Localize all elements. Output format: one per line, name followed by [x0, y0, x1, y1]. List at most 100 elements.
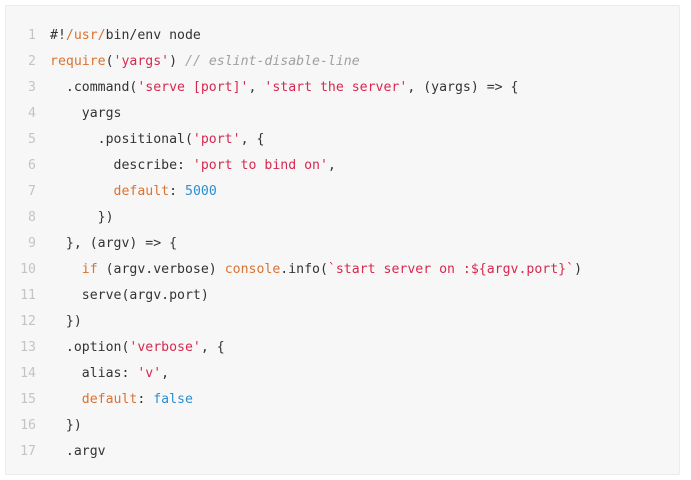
code-token-number: 5000: [185, 184, 217, 199]
line-content: .option('verbose', {: [50, 335, 225, 361]
code-token-plain: ): [574, 262, 583, 277]
code-token-plain: .argv: [50, 444, 106, 459]
line-content: .command('serve [port]', 'start the serv…: [50, 75, 519, 101]
code-line: 13 .option('verbose', {: [6, 335, 582, 361]
code-token-number: false: [153, 392, 193, 407]
code-token-plain: :: [169, 184, 185, 199]
code-token-plain: bin/env node: [105, 28, 201, 43]
code-token-string: 'verbose': [129, 340, 201, 355]
line-content: default: false: [50, 387, 193, 413]
code-token-plain: }, (argv) => {: [50, 236, 178, 251]
line-content: describe: 'port to bind on',: [50, 153, 336, 179]
line-number: 11: [20, 288, 36, 303]
line-content: require('yargs') // eslint-disable-line: [50, 49, 360, 75]
code-line: 11 serve(argv.port): [6, 283, 582, 309]
code-line: 4 yargs: [6, 101, 582, 127]
code-line: 16 }): [6, 413, 582, 439]
code-token-plain: .positional(: [50, 132, 193, 147]
code-token-plain: ): [169, 54, 185, 69]
line-number: 5: [28, 132, 36, 147]
line-number: 17: [20, 444, 36, 459]
code-token-plain: (: [105, 54, 114, 69]
line-number: 8: [28, 210, 36, 225]
line-content: serve(argv.port): [50, 283, 209, 309]
code-token-keyword: default: [113, 184, 170, 199]
line-content: default: 5000: [50, 179, 217, 205]
code-token-string: 'port': [192, 132, 241, 147]
code-token-keyword: console: [224, 262, 281, 277]
code-token-keyword: if: [81, 262, 98, 277]
code-line: 12 }): [6, 309, 582, 335]
code-line: 7 default: 5000: [6, 179, 582, 205]
code-token-plain: [50, 184, 114, 199]
code-token-plain: ,: [327, 158, 336, 173]
code-token-plain: , {: [240, 132, 265, 147]
code-token-keyword: require: [50, 54, 106, 69]
code-token-plain: }): [50, 210, 114, 225]
code-token-plain: ,: [248, 80, 265, 95]
line-number: 15: [20, 392, 36, 407]
line-number: 4: [28, 106, 36, 121]
line-content: .positional('port', {: [50, 127, 265, 153]
line-number: 13: [20, 340, 36, 355]
code-token-string: 'serve [port]': [137, 80, 249, 95]
line-number: 3: [28, 80, 36, 95]
code-token-string: 'yargs': [113, 54, 170, 69]
code-token-plain: yargs: [50, 106, 122, 121]
code-token-plain: (argv.verbose): [97, 262, 225, 277]
code-token-plain: .option(: [50, 340, 130, 355]
code-line: 15 default: false: [6, 387, 582, 413]
line-number: 6: [28, 158, 36, 173]
line-number: 12: [20, 314, 36, 329]
line-number: 14: [20, 366, 36, 381]
line-number: 2: [28, 54, 36, 69]
code-line: 2 require('yargs') // eslint-disable-line: [6, 49, 582, 75]
line-content: }, (argv) => {: [50, 231, 177, 257]
code-token-string: `start server on :${argv.port}`: [327, 262, 575, 277]
code-token-plain: :: [137, 392, 154, 407]
code-token-plain: , {: [200, 340, 225, 355]
code-token-plain: }): [50, 314, 82, 329]
code-line: 9 }, (argv) => {: [6, 231, 582, 257]
code-token-keyword: default: [81, 392, 138, 407]
code-token-string: 'port to bind on': [192, 158, 328, 173]
code-token-plain: serve(argv.port): [50, 288, 209, 303]
line-content: }): [50, 309, 82, 335]
code-token-plain: alias:: [50, 366, 138, 381]
line-number: 1: [28, 28, 36, 43]
code-block: 1 #!/usr/bin/env node 2 require('yargs') //…: [5, 5, 680, 475]
line-number: 9: [28, 236, 36, 251]
line-number: 16: [20, 418, 36, 433]
code-token-comment: // eslint-disable-line: [185, 54, 360, 69]
code-token-string: 'v': [137, 366, 162, 381]
line-content: alias: 'v',: [50, 361, 169, 387]
line-number: 10: [20, 262, 36, 277]
code-token-plain: , (yargs) => {: [407, 80, 519, 95]
code-token-plain: ,: [161, 366, 170, 381]
code-token-plain: [50, 262, 82, 277]
code-token-plain: describe:: [50, 158, 193, 173]
code-token-plain: [50, 392, 82, 407]
code-token-string: 'start the server': [264, 80, 408, 95]
code-token-plain: #!: [50, 28, 66, 43]
line-content: .argv: [50, 439, 106, 465]
line-content: #!/usr/bin/env node: [50, 23, 201, 49]
code-lines: 1 #!/usr/bin/env node 2 require('yargs') //…: [6, 23, 582, 465]
code-token-plain: .command(: [50, 80, 138, 95]
code-token-plain: .info(: [280, 262, 328, 277]
code-line: 8 }): [6, 205, 582, 231]
line-content: if (argv.verbose) console.info(`start se…: [50, 257, 582, 283]
line-content: }): [50, 205, 114, 231]
line-number: 7: [28, 184, 36, 199]
code-token-plain: }): [50, 418, 82, 433]
code-line: 5 .positional('port', {: [6, 127, 582, 153]
code-line: 17 .argv: [6, 439, 582, 465]
code-token-keyword: /usr/: [65, 28, 106, 43]
code-line: 10 if (argv.verbose) console.info(`start…: [6, 257, 582, 283]
code-line: 1 #!/usr/bin/env node: [6, 23, 582, 49]
code-line: 6 describe: 'port to bind on',: [6, 153, 582, 179]
code-line: 3 .command('serve [port]', 'start the se…: [6, 75, 582, 101]
code-line: 14 alias: 'v',: [6, 361, 582, 387]
line-content: yargs: [50, 101, 122, 127]
line-content: }): [50, 413, 82, 439]
